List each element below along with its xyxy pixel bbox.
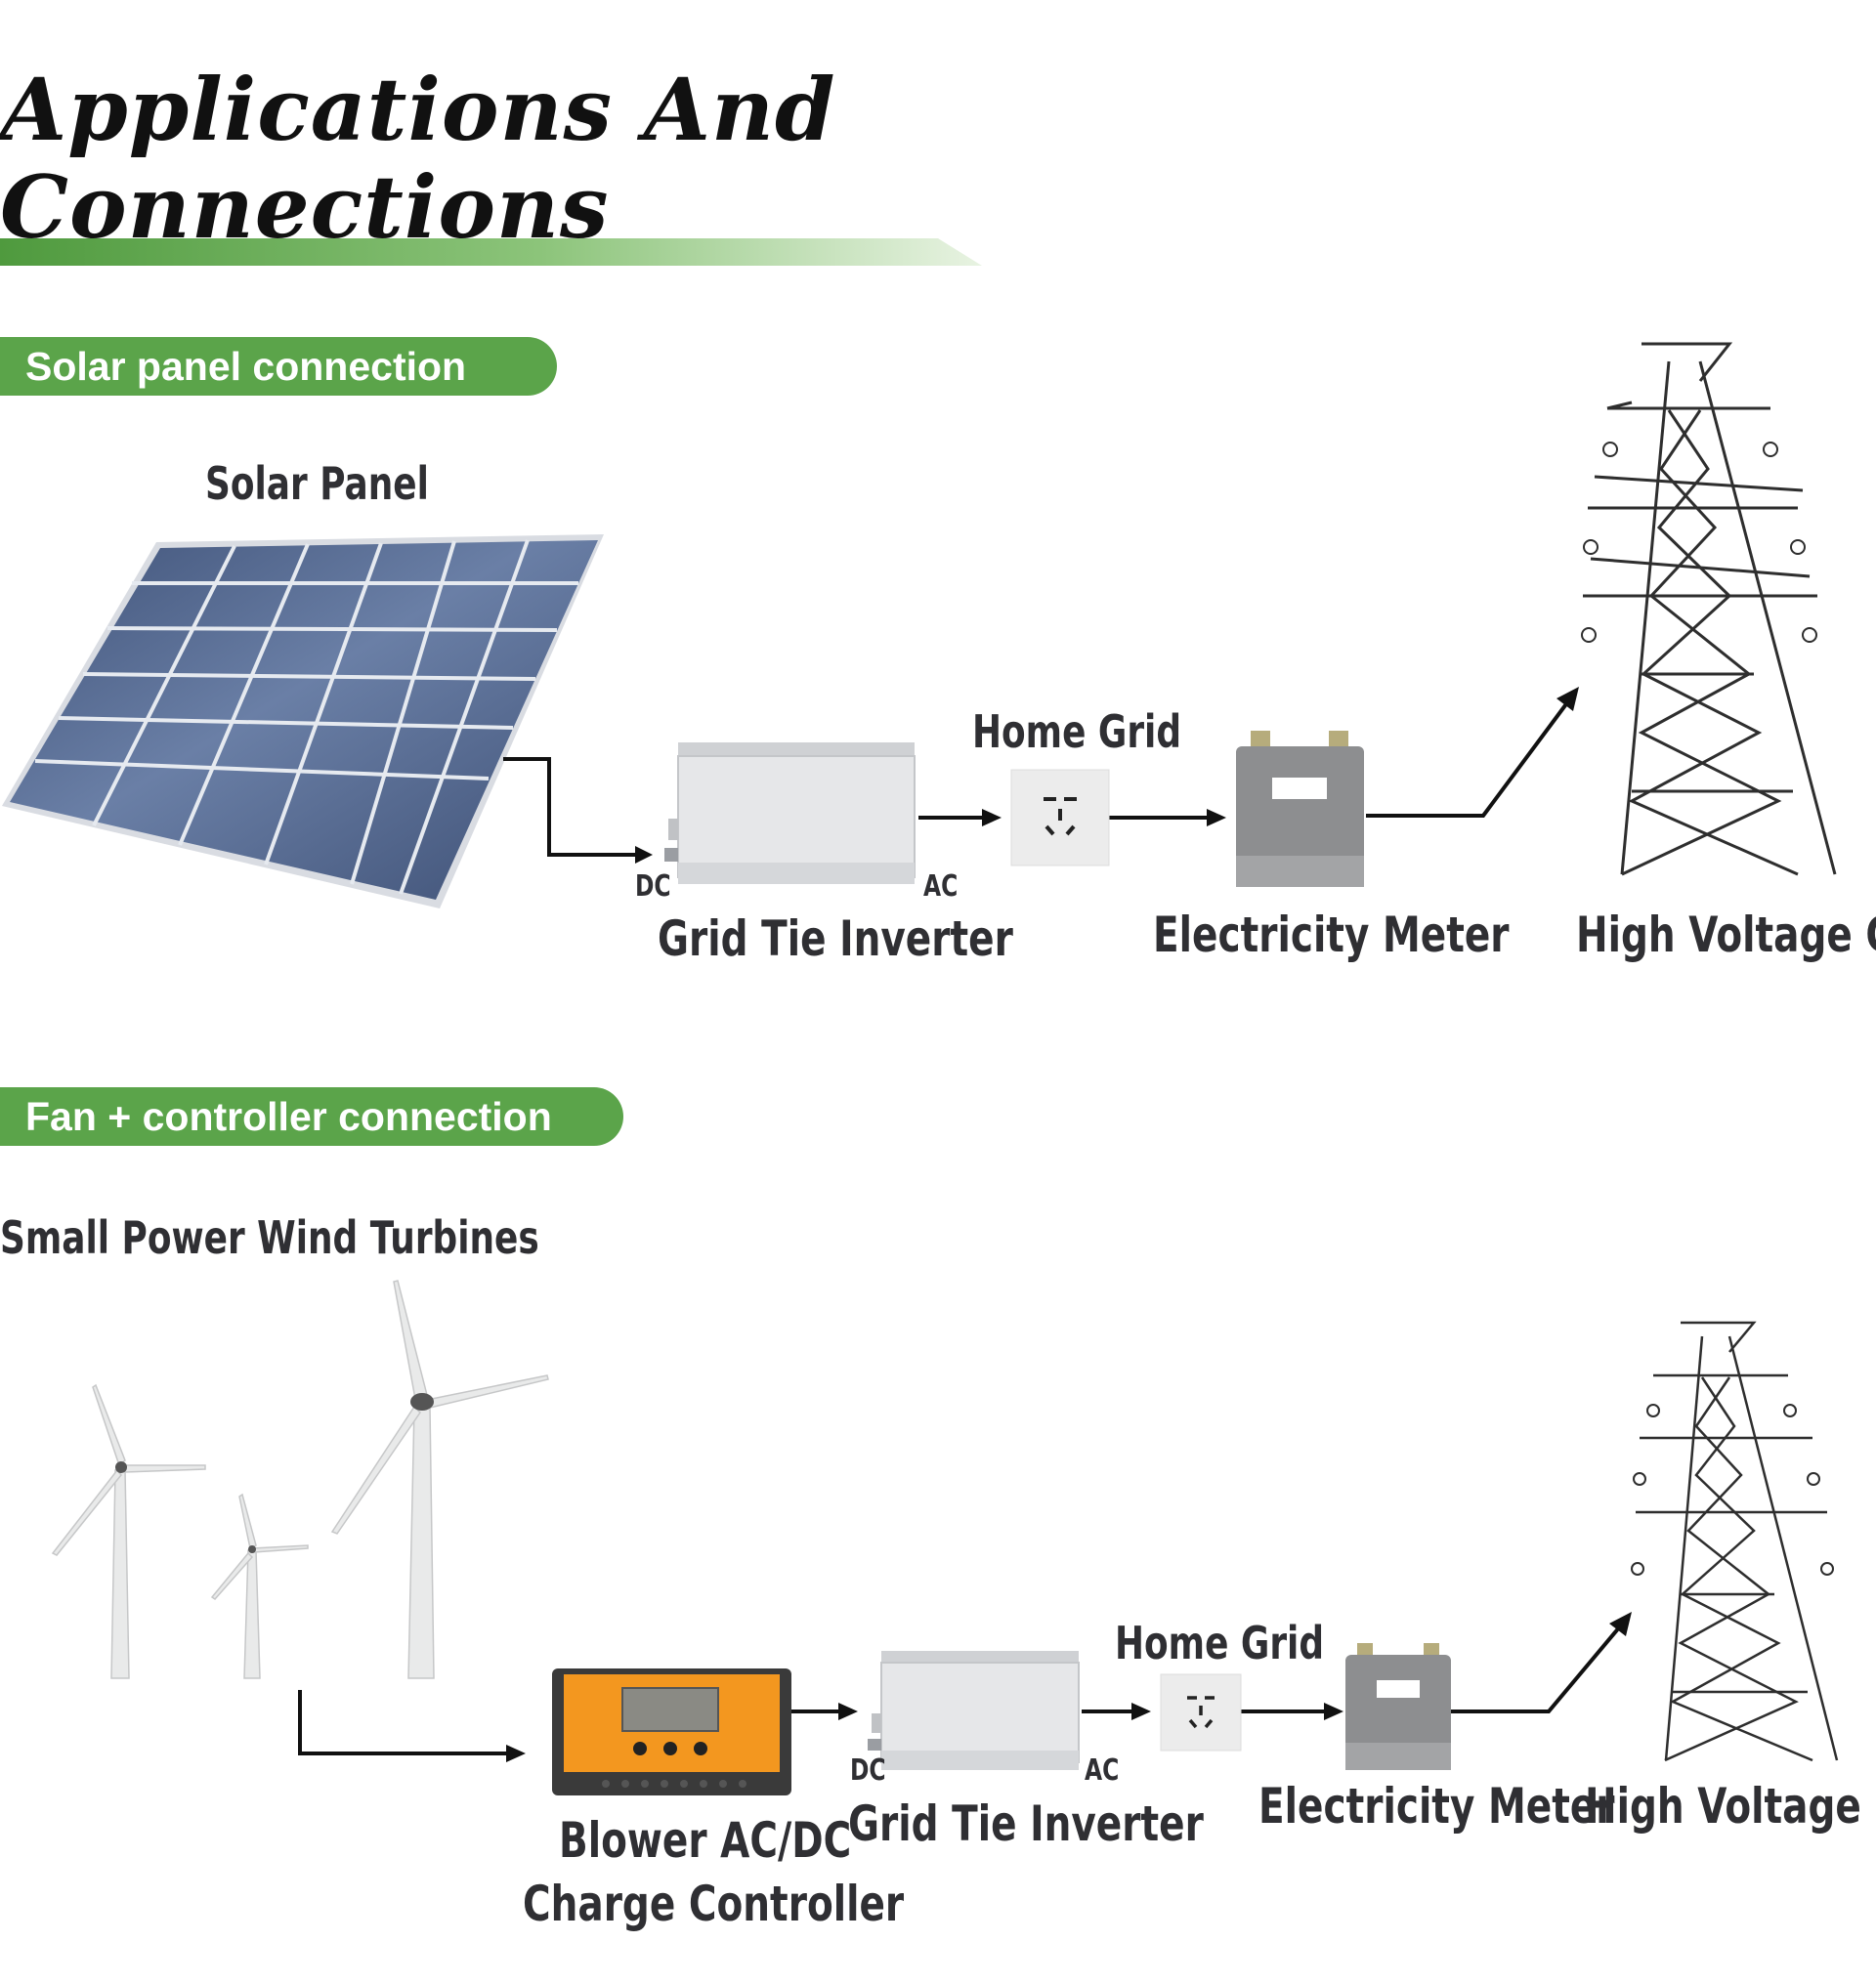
wind-high-voltage-tower-image [1631, 1321, 1839, 1762]
solar-hv-grid-label: High Voltage Grid [1576, 907, 1876, 963]
wind-dc-label: DC [850, 1753, 886, 1788]
wind-section-heading: Fan + controller connection [0, 1087, 623, 1146]
wind-meter-label: Electricity Meter [1258, 1778, 1615, 1835]
solar-grid-tie-inverter-image [664, 742, 916, 884]
wind-controller-label-line2: Charge Controller [523, 1876, 905, 1932]
wind-home-grid-outlet [1160, 1673, 1242, 1752]
wind-home-grid-label: Home Grid [1115, 1617, 1325, 1669]
wind-ac-label: AC [1085, 1753, 1120, 1788]
wind-turbines-label: Small Power Wind Turbines [0, 1211, 539, 1264]
wind-charge-controller-image [552, 1668, 791, 1795]
solar-electricity-meter-image [1236, 731, 1364, 887]
solar-panel-image [2, 534, 604, 908]
wind-electricity-meter-image [1345, 1643, 1451, 1770]
solar-home-grid-outlet [1010, 769, 1110, 866]
page-title: Applications And Connections [0, 61, 836, 256]
title-line-1: Applications And [0, 59, 836, 160]
solar-home-grid-label: Home Grid [972, 705, 1182, 758]
solar-section-heading: Solar panel connection [0, 337, 557, 396]
solar-high-voltage-tower-image [1581, 342, 1837, 876]
title-underline [0, 238, 982, 266]
solar-dc-label: DC [635, 869, 671, 904]
wind-inverter-label: Grid Tie Inverter [848, 1795, 1204, 1852]
solar-inverter-label: Grid Tie Inverter [658, 910, 1013, 967]
solar-ac-label: AC [923, 869, 959, 904]
solar-meter-label: Electricity Meter [1153, 907, 1510, 963]
wind-hv-grid-label: High Voltage Grid [1585, 1778, 1876, 1835]
solar-panel-label: Solar Panel [205, 457, 429, 510]
wind-turbines-image [51, 1280, 549, 1679]
wind-controller-label-line1: Blower AC/DC [559, 1812, 852, 1869]
wind-grid-tie-inverter-image [868, 1651, 1080, 1770]
